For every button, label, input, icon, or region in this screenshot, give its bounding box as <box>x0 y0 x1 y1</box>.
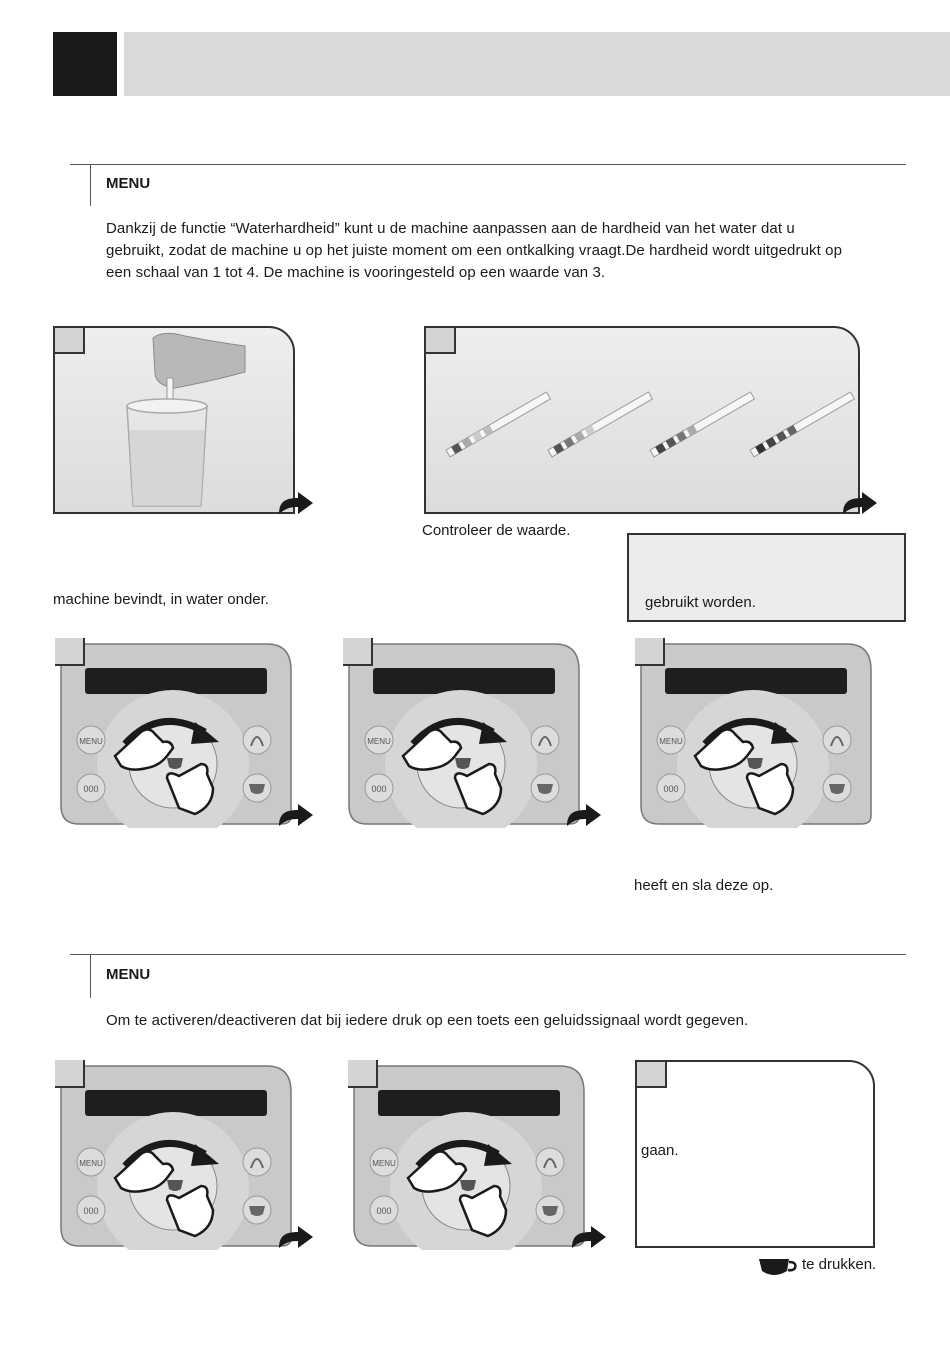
section-divider-2 <box>70 954 906 955</box>
section-marker-2 <box>90 954 91 998</box>
step-number-box <box>55 638 85 666</box>
curved-arrow-icon <box>569 1224 609 1250</box>
test-strip-2 <box>548 392 652 457</box>
step-panel-control-4 <box>55 1060 295 1250</box>
intro-line-1: Dankzij de functie “Waterhardheid” kunt … <box>106 218 916 240</box>
intro-text: Dankzij de functie “Waterhardheid” kunt … <box>106 218 916 284</box>
step-panel-control-3 <box>635 638 875 828</box>
curved-arrow-icon <box>276 802 316 828</box>
control-panel-illustration <box>348 1060 588 1250</box>
step-panel-text: gaan. <box>635 1060 875 1248</box>
control-panel-illustration <box>55 638 295 828</box>
caption-immerse-strip: machine bevindt, in water onder. <box>53 591 269 608</box>
step-panel-glass <box>53 326 295 514</box>
step-panel-control-5 <box>348 1060 588 1250</box>
curved-arrow-icon <box>276 490 316 516</box>
step-panel-strips <box>424 326 860 514</box>
section-marker-1 <box>90 164 91 206</box>
control-panel-illustration <box>55 1060 295 1250</box>
curved-arrow-icon <box>564 802 604 828</box>
menu-label: MENU <box>106 175 150 192</box>
curved-arrow-icon <box>276 1224 316 1250</box>
test-strips-illustration <box>426 328 858 512</box>
step-number-box <box>635 638 665 666</box>
section-divider-1 <box>70 164 906 165</box>
note-text: gebruikt worden. <box>645 594 756 611</box>
step-number-box <box>55 328 85 354</box>
control-panel-illustration <box>343 638 583 828</box>
water-glass-illustration <box>55 328 293 512</box>
step-number-box <box>348 1060 378 1088</box>
section-number-block <box>53 32 117 96</box>
intro-line-2: gebruikt, zodat de machine u op het juis… <box>106 240 916 262</box>
caption-save-value: heeft en sla deze op. <box>634 877 773 894</box>
step-number-box <box>426 328 456 354</box>
caption-press: te drukken. <box>802 1256 876 1273</box>
note-box: gebruikt worden. <box>627 533 906 622</box>
curved-arrow-icon <box>840 490 880 516</box>
step-panel-control-2 <box>343 638 583 828</box>
menu-label: MENU <box>106 966 150 983</box>
panel-text-gaan: gaan. <box>641 1142 679 1159</box>
section-header-bar <box>124 32 950 96</box>
step-number-box <box>55 1060 85 1088</box>
intro-text-sound: Om te activeren/deactiveren dat bij iede… <box>106 1010 916 1032</box>
step-number-box <box>637 1062 667 1088</box>
control-panel-illustration <box>635 638 875 828</box>
coffee-cup-icon <box>757 1257 799 1279</box>
intro-line-3: een schaal van 1 tot 4. De machine is vo… <box>106 262 916 284</box>
test-strip-1 <box>446 392 550 457</box>
caption-check-value: Controleer de waarde. <box>422 522 570 539</box>
step-number-box <box>343 638 373 666</box>
step-panel-control-1 <box>55 638 295 828</box>
test-strip-3 <box>650 392 754 457</box>
test-strip-4 <box>750 392 854 457</box>
